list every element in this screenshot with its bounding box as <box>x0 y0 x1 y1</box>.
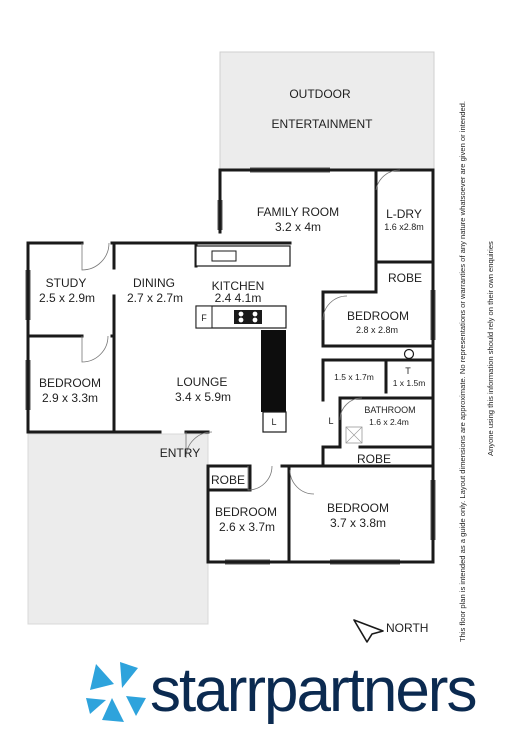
lounge-linen-label: L <box>271 417 276 427</box>
family-room-label: FAMILY ROOM <box>257 205 339 219</box>
dining-label: DINING <box>133 276 175 290</box>
disclaimer-text-2: Anyone using this information should rel… <box>486 241 495 456</box>
cooktop-burner <box>238 311 244 317</box>
lounge-linen-cupboard <box>262 411 287 433</box>
outdoor-label-1: OUTDOOR <box>289 87 351 101</box>
bedroom-right-dim: 2.8 x 2.8m <box>356 325 398 335</box>
north-arrow-icon <box>353 619 384 643</box>
toilet-label: T <box>405 366 411 376</box>
bathroom-dim: 1.6 x 2.4m <box>369 417 409 427</box>
bath-tray <box>345 426 363 444</box>
bedroom-bottom-mid-label: BEDROOM <box>215 505 277 519</box>
disclaimer-text-1: This floor plan is intended as a guide o… <box>458 100 467 642</box>
robe-bottom-right-label: ROBE <box>357 452 391 466</box>
lounge-label: LOUNGE <box>177 375 228 389</box>
study-dim: 2.5 x 2.9m <box>39 291 95 305</box>
cooktop-burner <box>238 317 244 323</box>
front-yard-area <box>27 433 209 625</box>
entry-label: ENTRY <box>160 446 200 460</box>
cooktop-burner <box>252 317 258 323</box>
lounge-feature-wall <box>261 330 286 412</box>
dining-dim: 2.7 x 2.7m <box>127 291 183 305</box>
kitchen-dim: 2.4 4.1m <box>215 291 262 305</box>
study-label: STUDY <box>46 276 87 290</box>
star-logo-icon <box>86 662 146 722</box>
starrpartners-logo <box>86 662 146 722</box>
fridge-space <box>195 305 213 329</box>
cooktop <box>234 310 262 324</box>
hall-linen-label: L <box>328 416 333 426</box>
windows <box>25 167 436 565</box>
bedroom-bottom-mid-dim: 2.6 x 3.7m <box>219 520 275 534</box>
fridge-label: F <box>201 313 207 323</box>
robe-top-label: ROBE <box>388 271 422 285</box>
l-dry-dim: 1.6 x2.8m <box>384 222 424 232</box>
robe-bottom-left-label: ROBE <box>211 473 245 487</box>
bedroom-bottom-right-dim: 3.7 x 3.8m <box>330 516 386 530</box>
bedroom-bottom-right-label: BEDROOM <box>327 501 389 515</box>
bedroom-left-label: BEDROOM <box>39 376 101 390</box>
toilet-icon <box>403 348 415 360</box>
bathroom-label: BATHROOM <box>364 405 415 415</box>
toilet-dim: 1 x 1.5m <box>393 378 426 388</box>
kitchen-bench-top <box>195 245 291 267</box>
l-dry-label: L-DRY <box>386 207 422 221</box>
lounge-dim: 3.4 x 5.9m <box>175 390 231 404</box>
north-label: NORTH <box>386 621 429 635</box>
door-swings <box>81 169 401 495</box>
bath-tray-cross <box>345 426 363 444</box>
bedroom-right-label: BEDROOM <box>347 309 409 323</box>
kitchen-benches <box>195 245 291 329</box>
bedroom-left-dim: 2.9 x 3.3m <box>42 391 98 405</box>
cooktop-burner <box>252 311 258 317</box>
outdoor-label-2: ENTERTAINMENT <box>272 117 374 131</box>
family-room-dim: 3.2 x 4m <box>275 220 321 234</box>
starrpartners-wordmark: starrpartners <box>150 656 477 725</box>
kitchen-sink <box>211 250 237 262</box>
kitchen-label: KITCHEN <box>212 279 265 293</box>
hall-dim: 1.5 x 1.7m <box>334 372 374 382</box>
outdoor-entertainment-area <box>219 51 435 171</box>
